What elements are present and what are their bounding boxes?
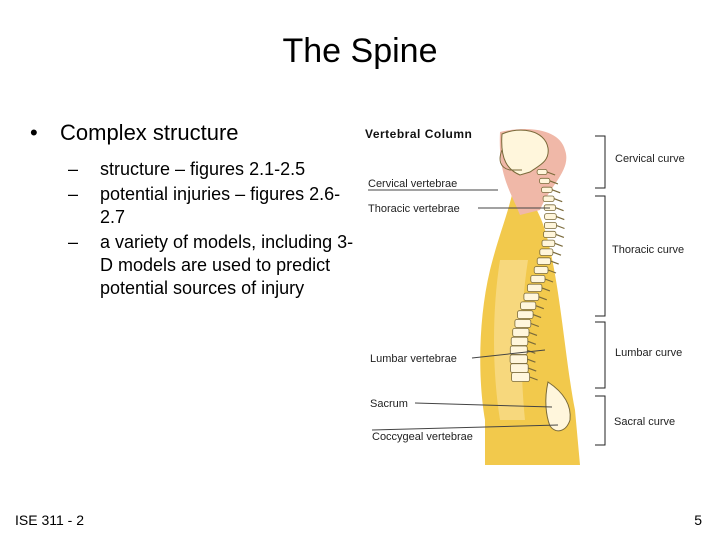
- leader-line: [414, 402, 553, 408]
- spinous-process: [527, 340, 537, 345]
- dash-icon: –: [68, 232, 79, 252]
- vertebra: [511, 372, 531, 382]
- spinous-process: [550, 260, 559, 265]
- vertebra: [530, 274, 546, 283]
- spinous-process: [527, 367, 537, 372]
- vertebrae-group: [509, 169, 565, 382]
- label-coccygeal-vertebrae: Coccygeal vertebrae: [372, 431, 473, 443]
- spinous-process: [541, 287, 551, 292]
- vertebra: [543, 222, 557, 229]
- bracket-thoracic: [595, 195, 606, 317]
- sub-bullet-list: – structure – figures 2.1-2.5 – potentia…: [30, 158, 360, 300]
- spinous-process: [555, 233, 565, 238]
- skull-icon: [501, 129, 549, 176]
- vertebra: [512, 327, 530, 337]
- vertebra: [533, 266, 549, 274]
- label-cervical-vertebrae: Cervical vertebrae: [368, 178, 457, 190]
- sub-bullet-text: a variety of models, including 3-D model…: [100, 232, 354, 298]
- bullet-list: • Complex structure – structure – figure…: [30, 120, 360, 302]
- vertebra: [541, 239, 556, 247]
- vertebra: [536, 257, 552, 265]
- spinous-process: [553, 198, 563, 203]
- sub-bullet-text: potential injuries – figures 2.6-2.7: [100, 184, 341, 227]
- spinous-process: [530, 322, 540, 328]
- main-bullet: • Complex structure: [30, 120, 360, 146]
- bracket-cervical: [595, 135, 606, 189]
- vertebra: [514, 319, 532, 328]
- spinous-process: [538, 296, 548, 301]
- page-number: 5: [694, 512, 702, 528]
- vertebra: [544, 213, 557, 220]
- vertebra: [517, 310, 534, 319]
- label-thoracic-vertebrae: Thoracic vertebrae: [368, 203, 460, 215]
- bracket-sacral: [595, 395, 606, 446]
- spinous-process: [554, 242, 563, 247]
- vertebral-column-figure: Vertebral Column Cervical vertebrae Thor…: [360, 120, 705, 465]
- sub-bullet: – a variety of models, including 3-D mod…: [68, 231, 360, 300]
- figure-heading: Vertebral Column: [365, 127, 472, 141]
- spinous-process: [552, 251, 562, 256]
- vertebra: [523, 292, 540, 301]
- label-sacrum: Sacrum: [370, 398, 408, 410]
- spinous-process: [546, 171, 556, 176]
- dash-icon: –: [68, 159, 79, 179]
- vertebra: [526, 283, 543, 292]
- spinous-process: [528, 331, 538, 336]
- spinous-process: [544, 278, 554, 283]
- vertebra: [539, 177, 551, 184]
- spinous-process: [556, 224, 565, 230]
- label-cervical-curve: Cervical curve: [615, 153, 685, 165]
- spinous-process: [527, 358, 536, 363]
- spinous-process: [551, 189, 561, 194]
- vertebra: [542, 195, 555, 202]
- spinous-process: [556, 216, 565, 221]
- vertebra: [510, 363, 529, 373]
- sub-bullet-text: structure – figures 2.1-2.5: [100, 159, 306, 179]
- slide-title: The Spine: [282, 32, 438, 70]
- label-thoracic-curve: Thoracic curve: [612, 244, 684, 256]
- spinous-process: [547, 269, 557, 274]
- bracket-lumbar: [595, 321, 606, 389]
- label-lumbar-curve: Lumbar curve: [615, 347, 682, 359]
- leader-line: [371, 424, 559, 431]
- spinous-process: [532, 314, 542, 319]
- vertebra: [539, 248, 554, 256]
- spinous-process: [549, 180, 559, 185]
- spinous-process: [535, 305, 545, 310]
- vertebra: [509, 354, 528, 364]
- jaw-icon: [499, 149, 522, 171]
- vertebra: [520, 301, 537, 310]
- sub-bullet: – potential injuries – figures 2.6-2.7: [68, 183, 360, 229]
- leader-line: [471, 349, 546, 359]
- spinous-process: [555, 207, 564, 212]
- vertebra: [510, 336, 529, 346]
- dash-icon: –: [68, 184, 79, 204]
- main-bullet-text: Complex structure: [60, 120, 239, 145]
- vertebra: [536, 169, 548, 175]
- sub-bullet: – structure – figures 2.1-2.5: [68, 158, 360, 181]
- spinous-process: [529, 376, 538, 381]
- course-code: ISE 311 - 2: [15, 512, 85, 528]
- label-sacral-curve: Sacral curve: [614, 416, 675, 428]
- bullet-dot-icon: •: [30, 120, 38, 145]
- vertebra: [541, 186, 553, 193]
- vertebra: [543, 230, 557, 238]
- spine-illustration: Vertebral Column Cervical vertebrae Thor…: [365, 127, 685, 465]
- label-lumbar-vertebrae: Lumbar vertebrae: [370, 353, 457, 365]
